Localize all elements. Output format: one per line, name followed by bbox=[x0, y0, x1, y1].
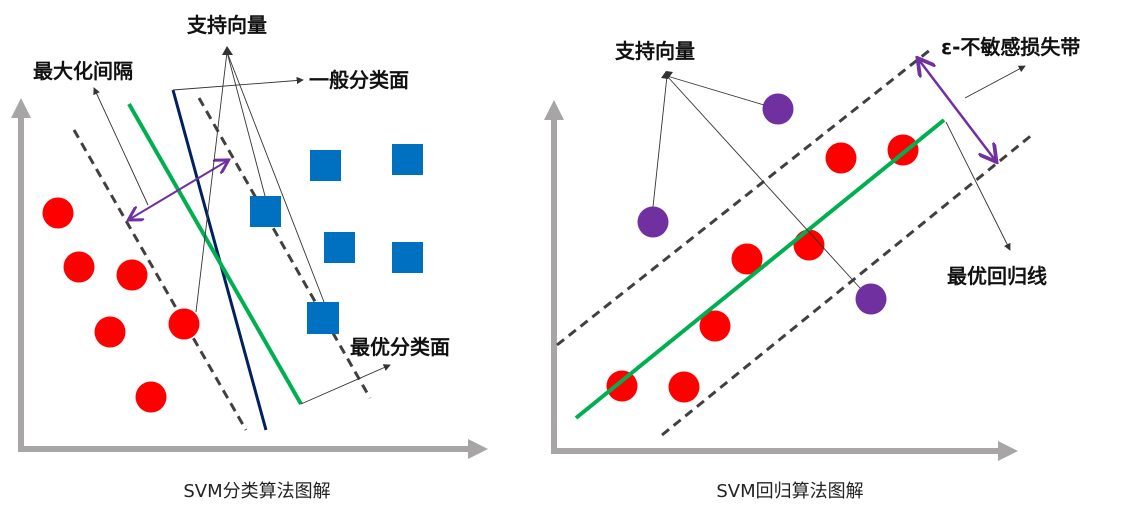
classification-panel: 支持向量 最大化间隔 一般分类面 最优分类面 SVM分类算法图解 bbox=[11, 13, 488, 502]
margin-arrow bbox=[130, 161, 227, 219]
annotation-lines bbox=[93, 46, 391, 405]
label-support-vectors-right: 支持向量 bbox=[615, 39, 695, 63]
label-optimal-regression-line: 最优回归线 bbox=[947, 264, 1047, 288]
left-axes bbox=[11, 98, 488, 459]
support-vector-points bbox=[637, 93, 887, 315]
epsilon-band-lower bbox=[661, 132, 1034, 437]
margin-boundary-left bbox=[72, 129, 248, 431]
caption-classification: SVM分类算法图解 bbox=[183, 481, 330, 502]
regression-panel: 支持向量 ε-不敏感损失带 最优回归线 SVM回归算法图解 bbox=[544, 35, 1080, 502]
label-max-margin: 最大化间隔 bbox=[33, 59, 133, 83]
red-data-points bbox=[606, 134, 919, 403]
caption-regression: SVM回归算法图解 bbox=[716, 481, 863, 502]
right-axes bbox=[544, 100, 1018, 461]
epsilon-width-arrow bbox=[919, 60, 995, 160]
margin-boundary-right bbox=[197, 97, 372, 399]
label-optimal-plane: 最优分类面 bbox=[350, 335, 450, 359]
label-general-plane: 一般分类面 bbox=[309, 68, 409, 92]
epsilon-band-upper bbox=[556, 48, 931, 347]
label-support-vectors-left: 支持向量 bbox=[187, 13, 267, 37]
red-class-points bbox=[42, 197, 200, 413]
label-epsilon-band: ε-不敏感损失带 bbox=[941, 35, 1080, 59]
optimal-regression-line bbox=[574, 118, 946, 420]
blue-class-points bbox=[250, 144, 423, 334]
optimal-separating-line bbox=[127, 103, 303, 405]
annotation-lines-right bbox=[652, 65, 1026, 289]
